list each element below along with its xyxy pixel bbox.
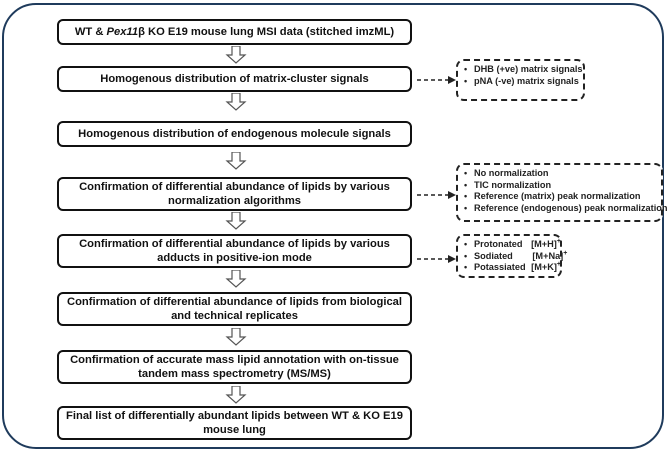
dashed-arrow-icon xyxy=(417,76,456,84)
step-matrix-cluster: Homogenous distribution of matrix-cluste… xyxy=(57,66,412,92)
down-arrow-icon xyxy=(225,270,247,288)
down-arrow-icon xyxy=(225,212,247,230)
step-endogenous-label: Homogenous distribution of endogenous mo… xyxy=(78,128,391,140)
adduct-charge: + xyxy=(556,237,561,245)
dashed-arrow-icon xyxy=(417,255,456,263)
adduct-charge: + xyxy=(563,249,568,257)
adduct-ion: [M+K] xyxy=(531,262,557,273)
dashed-arrow-icon xyxy=(417,191,456,199)
list-item: Potassiated [M+K]+ xyxy=(464,261,561,274)
step-normalization-label: Confirmation of differential abundance o… xyxy=(79,181,390,207)
list-item: Sodiated [M+Na]+ xyxy=(464,250,567,263)
normalization-box: No normalization TIC normalization Refer… xyxy=(456,163,668,222)
step-final-list: Final list of differentially abundant li… xyxy=(57,406,412,440)
step-input-data-prefix: WT & xyxy=(74,26,107,38)
step-msms-label: Confirmation of accurate mass lipid anno… xyxy=(70,354,399,380)
down-arrow-icon xyxy=(225,386,247,404)
outer-frame xyxy=(2,3,664,449)
matrix-signals-box: DHB (+ve) matrix signals pNA (-ve) matri… xyxy=(456,59,585,101)
adducts-box: Protonated [M+H]+ Sodiated [M+Na]+ Potas… xyxy=(456,234,567,278)
down-arrow-icon xyxy=(225,152,247,170)
adduct-charge: + xyxy=(556,261,562,269)
list-item: Reference (endogenous) peak normalizatio… xyxy=(464,203,668,215)
step-normalization: Confirmation of differential abundance o… xyxy=(57,177,412,211)
step-replicates: Confirmation of differential abundance o… xyxy=(57,292,412,326)
step-replicates-label: Confirmation of differential abundance o… xyxy=(66,296,402,322)
adduct-label: Sodiated xyxy=(474,250,513,261)
step-input-data-gene: Pex11 xyxy=(106,26,139,38)
list-item: No normalization xyxy=(464,168,655,180)
adduct-ion: [M+H] xyxy=(531,239,557,249)
step-final-list-label: Final list of differentially abundant li… xyxy=(66,410,403,436)
step-input-data: WT & Pex11β KO E19 mouse lung MSI data (… xyxy=(57,19,412,45)
list-item: Reference (matrix) peak normalization xyxy=(464,191,655,203)
list-item: DHB (+ve) matrix signals xyxy=(464,64,583,76)
step-adducts: Confirmation of differential abundance o… xyxy=(57,234,412,268)
down-arrow-icon xyxy=(225,328,247,346)
list-item: TIC normalization xyxy=(464,180,655,192)
step-msms: Confirmation of accurate mass lipid anno… xyxy=(57,350,412,384)
list-item: pNA (-ve) matrix signals xyxy=(464,76,579,88)
adduct-label: Potassiated xyxy=(474,262,526,273)
down-arrow-icon xyxy=(225,46,247,64)
down-arrow-icon xyxy=(225,93,247,111)
list-item: Protonated [M+H]+ xyxy=(464,238,561,251)
adduct-label: Protonated xyxy=(474,239,523,249)
adduct-ion: [M+Na] xyxy=(532,250,564,261)
step-adducts-label: Confirmation of differential abundance o… xyxy=(79,238,390,264)
step-matrix-cluster-label: Homogenous distribution of matrix-cluste… xyxy=(100,73,369,85)
step-input-data-suffix: β KO E19 mouse lung MSI data (stitched i… xyxy=(138,26,395,38)
step-endogenous: Homogenous distribution of endogenous mo… xyxy=(57,121,412,147)
